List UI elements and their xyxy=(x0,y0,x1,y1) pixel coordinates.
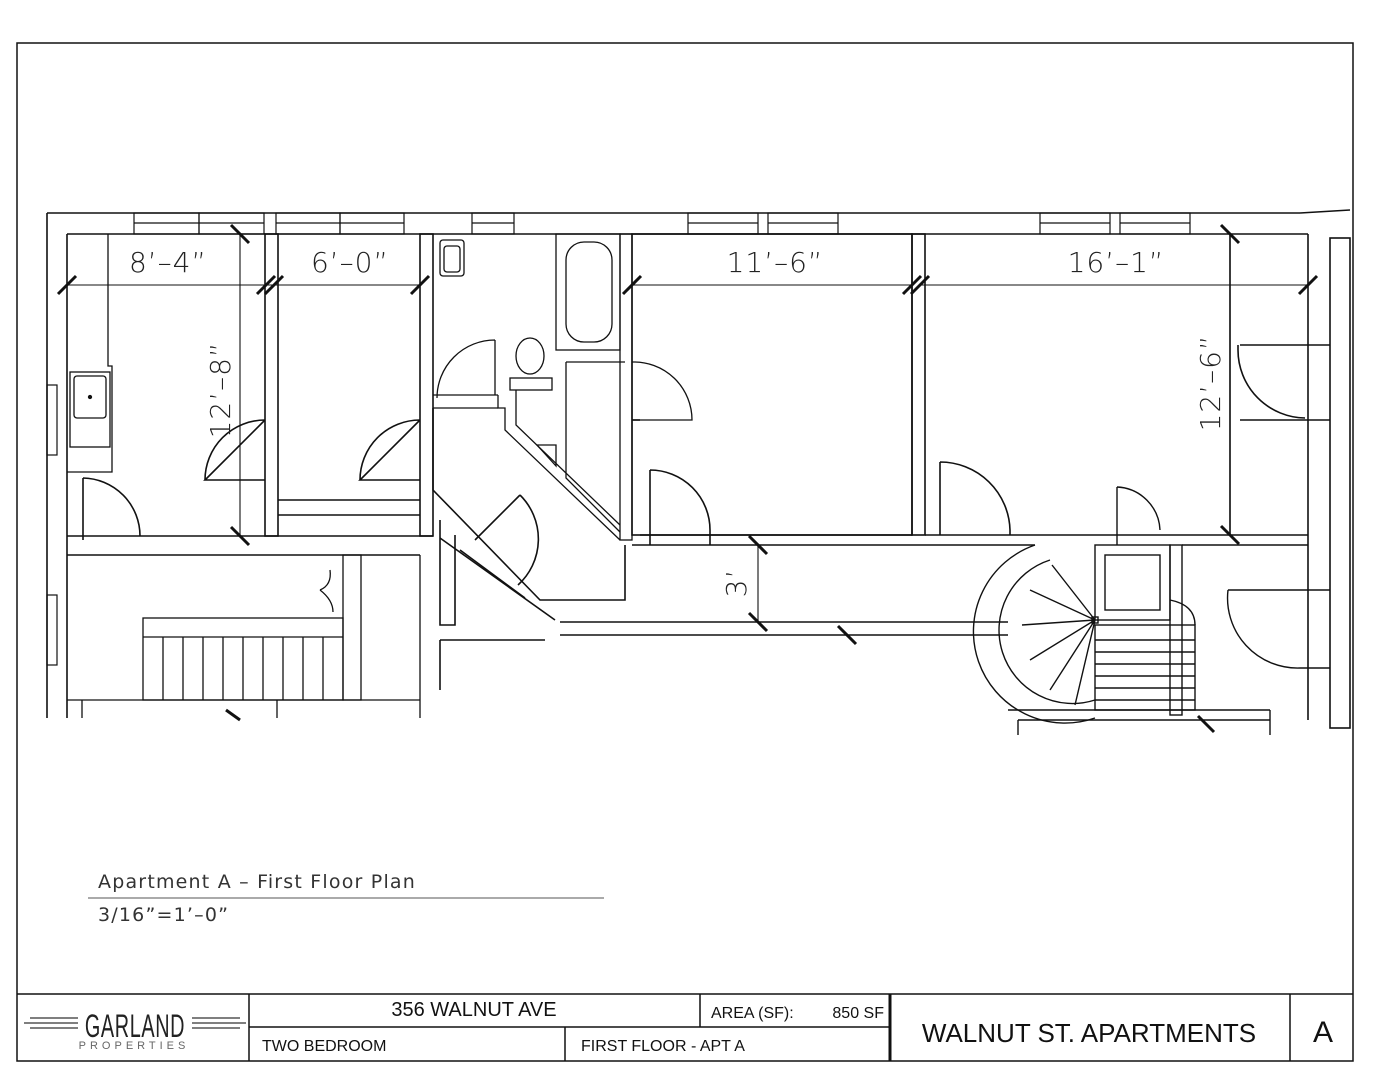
dim-kitchen-depth: 12’–8” xyxy=(204,342,237,439)
top-windows xyxy=(133,212,1191,235)
address: 356 WALNUT AVE xyxy=(391,999,556,1021)
dim-hall-width: 3’ xyxy=(720,569,753,598)
plan-scale: 3/16”=1’–0” xyxy=(98,904,229,926)
spiral-stair xyxy=(972,486,1308,735)
logo-main: GARLAND xyxy=(85,1008,185,1044)
stair-left xyxy=(67,554,421,718)
bathroom xyxy=(433,233,693,541)
plan-title: Apartment A – First Floor Plan xyxy=(98,871,416,893)
dim-room2-width: 6’–0” xyxy=(311,246,389,279)
area-value: 850 SF xyxy=(832,1005,884,1022)
garland-logo: GARLAND PROPERTIES xyxy=(24,1008,246,1052)
dim-kitchen-width: 8’–4” xyxy=(129,246,207,279)
sheet-number: A xyxy=(1313,1016,1333,1049)
project-name: WALNUT ST. APARTMENTS xyxy=(922,1018,1256,1048)
title-block xyxy=(17,993,1353,1061)
unit-type: TWO BEDROOM xyxy=(262,1038,386,1055)
dimension-lines xyxy=(67,234,1308,622)
area-label: AREA (SF): xyxy=(711,1005,794,1022)
dim-bedroom2-depth: 12’–6” xyxy=(1194,335,1227,432)
dim-bedroom2-width: 16’–1” xyxy=(1068,246,1165,279)
dimension-ticks xyxy=(56,223,1319,734)
dim-bedroom1-width: 11’–6” xyxy=(727,246,824,279)
logo-sub: PROPERTIES xyxy=(79,1040,190,1052)
floor-plan xyxy=(46,209,1351,735)
sheet-border xyxy=(16,42,1354,1062)
floor-label: FIRST FLOOR - APT A xyxy=(581,1038,745,1055)
kitchen-counter xyxy=(67,234,113,473)
left-windows xyxy=(46,384,58,666)
